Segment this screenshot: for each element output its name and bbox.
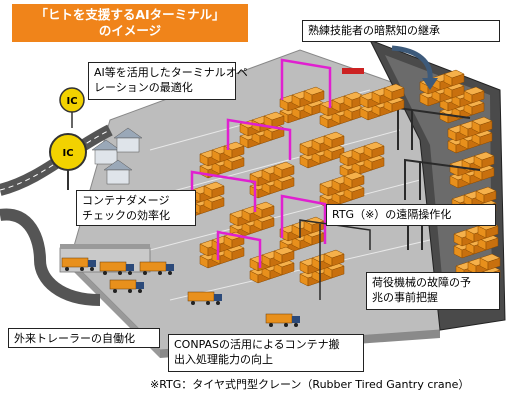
ic-label-large: IC — [62, 148, 73, 159]
callout-conpas-line-1: CONPASの活用によるコンテナ搬 — [174, 338, 340, 351]
callout-trailer-automation-text: 外来トレーラーの自働化 — [14, 332, 135, 345]
callout-damage-check-line-2: チェックの効率化 — [82, 209, 170, 222]
title-line-1: 「ヒトを支援するAIターミナル」 — [35, 7, 225, 22]
callout-terminal-ops-line-2: レーションの最適化 — [94, 81, 193, 94]
callout-failure-prediction-line-1: 荷役機械の故障の予 — [372, 276, 471, 289]
rotation-arrow — [391, 45, 438, 90]
callout-failure-prediction: 荷役機械の故障の予 兆の事前把握 — [366, 272, 500, 310]
callout-damage-check-line-1: コンテナダメージ — [82, 194, 170, 207]
callout-failure-prediction-line-2: 兆の事前把握 — [372, 291, 438, 304]
title-box: 「ヒトを支援するAIターミナル」 のイメージ — [12, 4, 248, 42]
callout-rtg-remote-text: RTG（※）の遠隔操作化 — [332, 208, 452, 221]
title-line-2: のイメージ — [98, 23, 162, 38]
callout-trailer-automation: 外来トレーラーの自働化 — [8, 328, 160, 348]
ic-sign-large — [49, 133, 87, 190]
callout-conpas: CONPASの活用によるコンテナ搬 出入処理能力の向上 — [168, 334, 364, 372]
callout-conpas-line-2: 出入処理能力の向上 — [174, 353, 273, 366]
callout-terminal-ops: AI等を活用したターミナルオペ レーションの最適化 — [88, 62, 248, 100]
ic-label-small: IC — [66, 96, 77, 107]
footnote: ※RTG：タイヤ式門型クレーン（Rubber Tired Gantry cran… — [150, 378, 470, 391]
callout-damage-check: コンテナダメージ チェックの効率化 — [76, 190, 196, 226]
callout-skill-transfer-text: 熟練技能者の暗黙知の継承 — [308, 24, 440, 37]
ic-sign-small — [59, 87, 85, 128]
callout-skill-transfer: 熟練技能者の暗黙知の継承 — [302, 20, 500, 42]
callout-rtg-remote: RTG（※）の遠隔操作化 — [326, 204, 496, 226]
callout-terminal-ops-line-1: AI等を活用したターミナルオペ — [94, 66, 248, 79]
rtg-cranes — [190, 58, 332, 268]
yard-trucks — [187, 68, 364, 328]
